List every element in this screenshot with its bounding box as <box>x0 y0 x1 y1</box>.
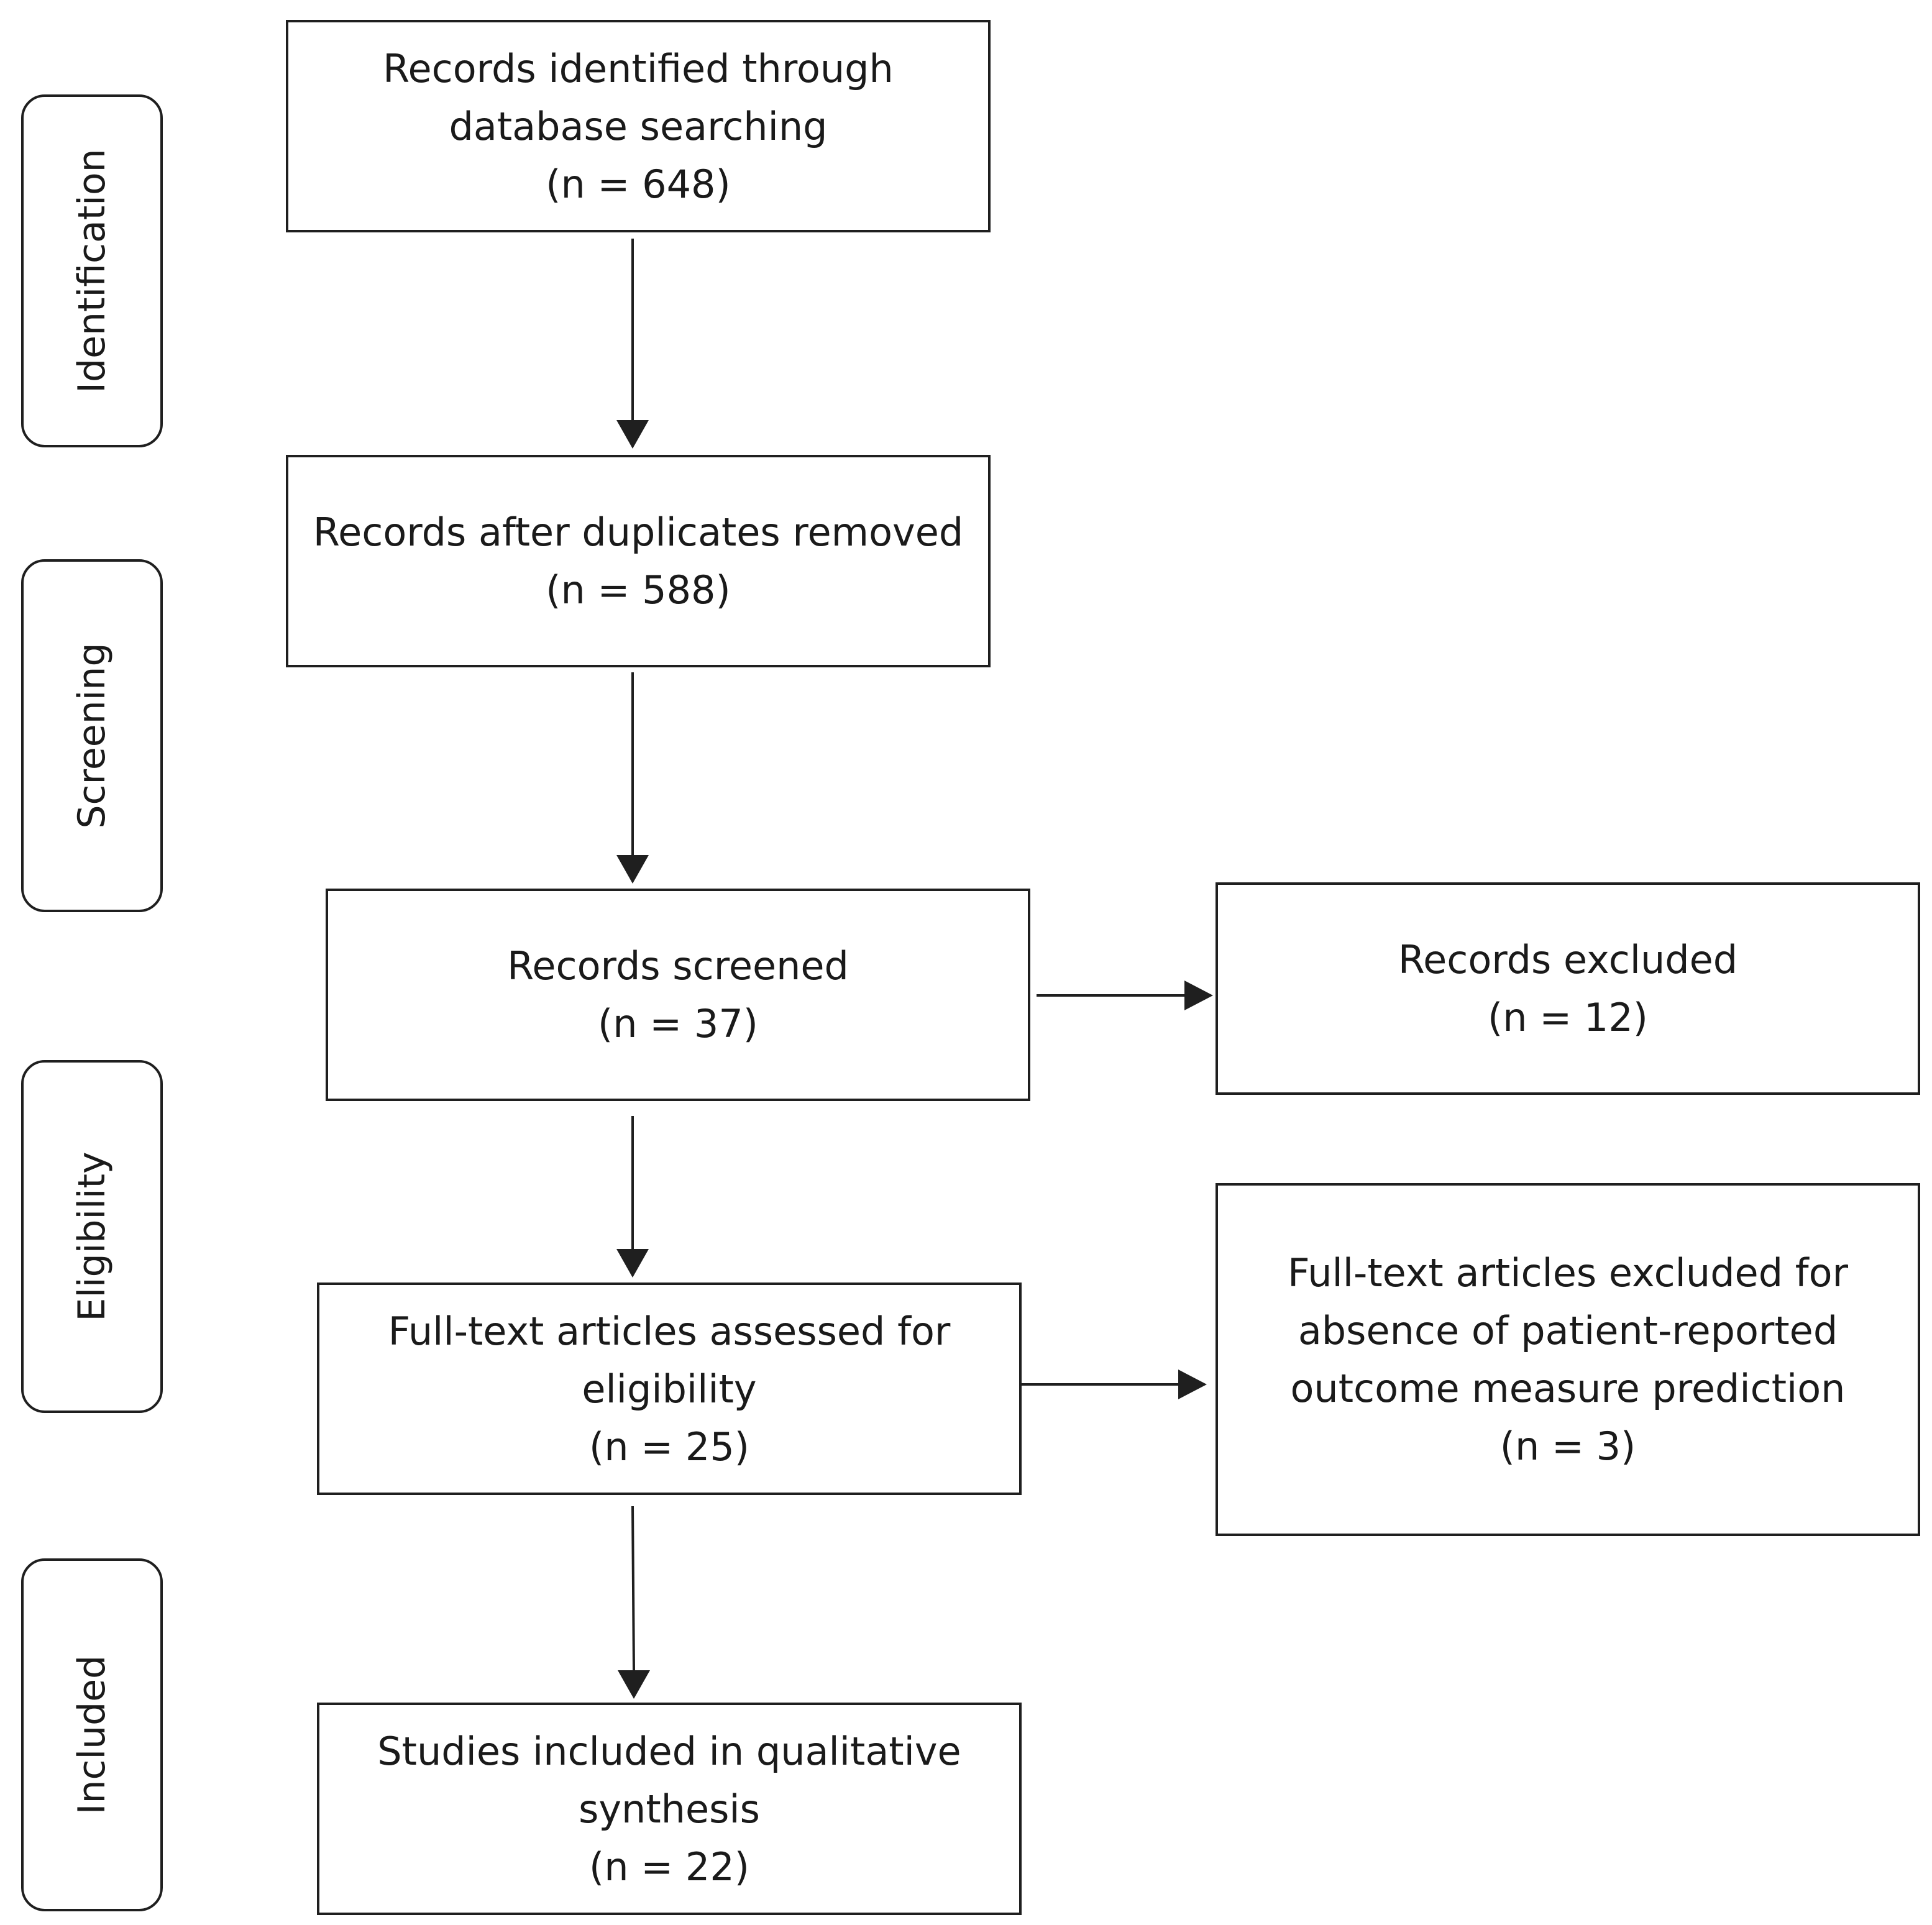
records-deduplicated-count: (n = 588) <box>546 567 731 613</box>
records-identified-line1: Records identified through <box>383 45 894 91</box>
stage-included: Included <box>21 1558 163 1911</box>
fulltext-assessed-count: (n = 25) <box>589 1424 749 1470</box>
records-excluded-line1: Records excluded <box>1398 937 1738 982</box>
fulltext-excluded-line3: outcome measure prediction <box>1290 1366 1846 1411</box>
records-excluded-count: (n = 12) <box>1488 995 1648 1040</box>
records-identified-box: Records identified through database sear… <box>286 20 991 232</box>
arrow-deduplicated-to-screened <box>616 672 649 884</box>
records-screened-count: (n = 37) <box>598 1001 758 1046</box>
fulltext-excluded-box: Full-text articles excluded for absence … <box>1216 1183 1920 1536</box>
studies-included-count: (n = 22) <box>589 1844 749 1890</box>
arrow-fulltext-assessed-to-fulltext-excluded <box>1019 1369 1207 1399</box>
records-identified-line2: database searching <box>449 103 828 149</box>
studies-included-box: Studies included in qualitative synthesi… <box>317 1703 1022 1915</box>
records-identified-count: (n = 648) <box>546 161 731 207</box>
arrow-screened-to-fulltext-assessed <box>616 1116 649 1278</box>
studies-included-line2: synthesis <box>579 1786 760 1832</box>
fulltext-excluded-line1: Full-text articles excluded for <box>1287 1250 1849 1296</box>
records-deduplicated-box: Records after duplicates removed (n = 58… <box>286 455 991 667</box>
arrow-identified-to-deduplicated <box>616 239 649 449</box>
stage-screening: Screening <box>21 559 163 912</box>
fulltext-excluded-count: (n = 3) <box>1499 1424 1636 1469</box>
fulltext-assessed-line2: eligibility <box>582 1366 757 1412</box>
fulltext-assessed-box: Full-text articles assessed for eligibil… <box>317 1283 1022 1495</box>
fulltext-excluded-line2: absence of patient-reported <box>1298 1308 1838 1353</box>
records-excluded-box: Records excluded (n = 12) <box>1216 882 1920 1095</box>
stage-identification: Identification <box>21 94 163 447</box>
records-screened-box: Records screened (n = 37) <box>326 889 1030 1101</box>
studies-included-line1: Studies included in qualitative <box>377 1728 961 1774</box>
records-deduplicated-line1: Records after duplicates removed <box>313 510 964 555</box>
arrow-screened-to-excluded <box>1037 981 1213 1010</box>
stage-eligibility: Eligibility <box>21 1060 163 1413</box>
fulltext-assessed-line1: Full-text articles assessed for <box>388 1308 951 1354</box>
arrow-fulltext-assessed-to-included <box>618 1506 650 1699</box>
records-screened-line1: Records screened <box>507 943 849 989</box>
